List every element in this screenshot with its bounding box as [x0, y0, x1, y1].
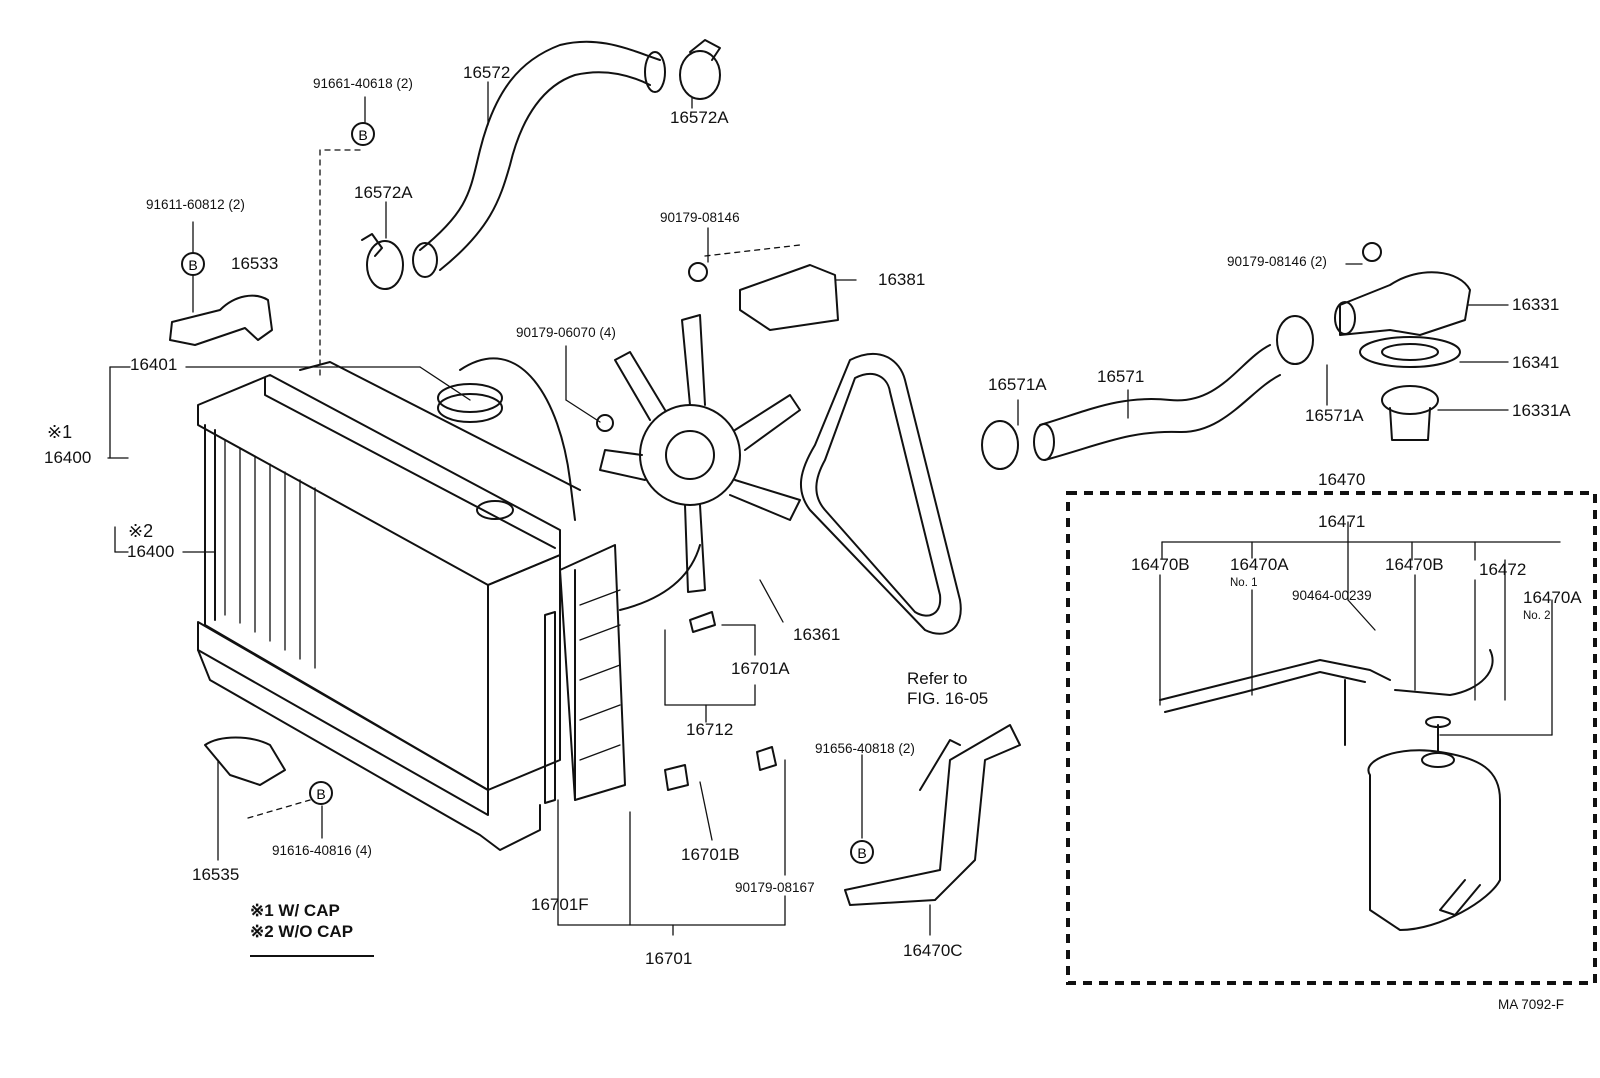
label-90464-00239: 90464-00239: [1292, 588, 1372, 603]
bracket-16535-illustration: [204, 736, 286, 786]
label-16533: 16533: [231, 254, 279, 273]
label-16701B: 16701B: [681, 845, 740, 864]
radiator-illustration: [197, 361, 581, 851]
bracket-16533-illustration: [169, 274, 273, 346]
fan-shroud-illustration: [459, 357, 626, 804]
label-16471: 16471: [1318, 512, 1366, 531]
label-16400-w-cap: 16400: [44, 448, 92, 467]
label-16712: 16712: [686, 720, 734, 739]
marker-b-label: B: [316, 786, 325, 802]
label-16470B-right: 16470B: [1385, 555, 1444, 574]
label-16331: 16331: [1512, 295, 1560, 314]
label-16701: 16701: [645, 949, 693, 968]
marker-b-label: B: [358, 127, 367, 143]
label-16572A-top: 16572A: [670, 108, 729, 127]
label-16701A: 16701A: [731, 659, 790, 678]
label-16572A-left: 16572A: [354, 183, 413, 202]
label-90179-06070: 90179-06070 (4): [516, 325, 616, 340]
clip-illustration: [596, 414, 777, 791]
water-outlet-illustration: [1334, 242, 1471, 441]
marker-b-label: B: [188, 257, 197, 273]
refer-line-2: FIG. 16-05: [907, 689, 989, 708]
note-wo-cap: ※2 W/O CAP: [250, 922, 354, 941]
label-90179-08146-2: 90179-08146 (2): [1227, 254, 1327, 269]
label-16571A-left: 16571A: [988, 375, 1047, 394]
label-16535: 16535: [192, 865, 240, 884]
label-16470A-no1: 16470A: [1230, 555, 1289, 574]
marker-b-label: B: [857, 845, 866, 861]
hose-clamp-illustration: [361, 39, 721, 290]
leader-lines: [107, 81, 1561, 936]
label-90179-08167: 90179-08167: [735, 880, 815, 895]
label-16331A: 16331A: [1512, 401, 1571, 420]
marker-b: B: [309, 781, 333, 805]
note-w-cap: ※1 W/ CAP: [250, 901, 340, 920]
fan-belt-illustration: [799, 353, 962, 635]
label-16381: 16381: [878, 270, 926, 289]
sublabel-no2: No. 2: [1523, 610, 1551, 622]
marker-b: B: [351, 122, 375, 146]
label-16571: 16571: [1097, 367, 1145, 386]
notes-underline: [250, 955, 374, 957]
refer-note: Refer to FIG. 16-05: [907, 669, 988, 709]
label-16472: 16472: [1479, 560, 1527, 579]
label-91661-40618: 91661-40618 (2): [313, 76, 413, 91]
label-16470: 16470: [1318, 470, 1366, 489]
label-16571A-right: 16571A: [1305, 406, 1364, 425]
label-16470A-no2: 16470A: [1523, 588, 1582, 607]
refer-line-1: Refer to: [907, 669, 968, 688]
label-16361: 16361: [793, 625, 841, 644]
marker-b: B: [850, 840, 874, 864]
bracket-16470C-illustration: [844, 724, 1021, 906]
label-91656-40818: 91656-40818 (2): [815, 741, 915, 756]
lower-hose-illustration: [981, 315, 1314, 470]
label-16470B-left: 16470B: [1131, 555, 1190, 574]
label-16470C: 16470C: [903, 941, 963, 960]
label-91616-40816: 91616-40816 (4): [272, 843, 372, 858]
label-16701F: 16701F: [531, 895, 589, 914]
figure-id: MA 7092-F: [1498, 997, 1565, 1012]
upper-hose-illustration: [412, 40, 666, 278]
reservoir-illustration: [1159, 649, 1501, 931]
label-16401: 16401: [130, 355, 178, 374]
label-16572: 16572: [463, 63, 511, 82]
marker-b: B: [181, 252, 205, 276]
fan-illustration: [599, 314, 801, 611]
mark-2: ※2: [128, 521, 154, 541]
mark-1: ※1: [47, 422, 73, 442]
label-90179-08146: 90179-08146: [660, 210, 740, 225]
label-91611-60812: 91611-60812 (2): [146, 197, 245, 212]
label-16400-wo-cap: 16400: [127, 542, 175, 561]
reservoir-group-box: [1066, 491, 1597, 985]
notes: ※1 W/ CAP ※2 W/O CAP: [250, 900, 353, 942]
label-16341: 16341: [1512, 353, 1560, 372]
bracket-16381-illustration: [688, 244, 839, 331]
sublabel-no1: No. 1: [1230, 577, 1258, 589]
